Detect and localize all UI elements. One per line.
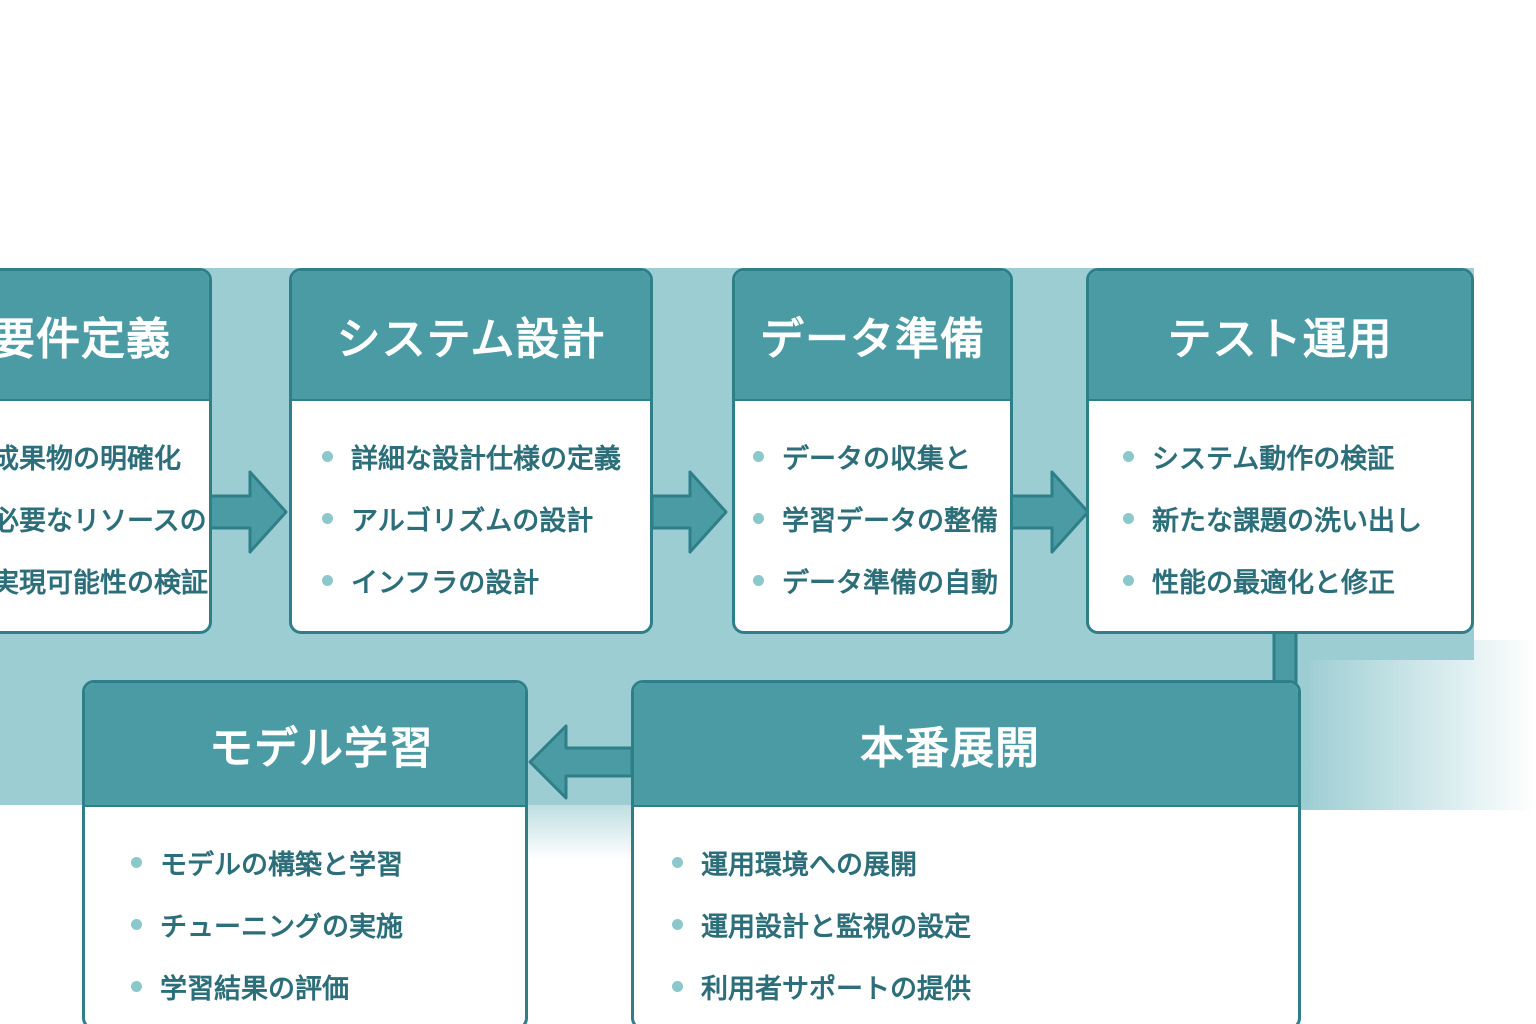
bullet-dot [131, 980, 142, 992]
stage-title: データ準備 [735, 271, 1010, 401]
list-item: 性能の最適化と修正 [1123, 549, 1471, 611]
bullet-dot [1123, 512, 1134, 524]
bullet-dot [753, 450, 764, 462]
list-item: 運用環境への展開 [672, 831, 1298, 893]
item-text: 詳細な設計仕様の定義 [351, 443, 621, 475]
item-text: 新たな課題の洗い出し [1152, 505, 1422, 537]
arrow-left-icon [528, 724, 634, 800]
bullet-dot [672, 918, 683, 930]
list-item: データ準備の自動 [753, 549, 1010, 611]
stage-card-production-deployment: 本番展開 運用環境への展開 運用設計と監視の設定 利用者サポートの提供 [631, 680, 1301, 1024]
list-item: 学習データの整備 [753, 487, 1010, 549]
list-item: 学習結果の評価 [131, 955, 525, 1017]
list-item: 新たな課題の洗い出し [1123, 487, 1471, 549]
list-item: モデルの構築と学習 [131, 831, 525, 893]
stage-title: 要件定義 [0, 271, 209, 401]
list-item: 詳細な設計仕様の定義 [322, 425, 650, 487]
item-text: 運用環境への展開 [701, 849, 917, 881]
item-text: 運用設計と監視の設定 [701, 911, 971, 943]
bullet-dot [131, 918, 142, 930]
list-item: データの収集と [753, 425, 1010, 487]
arrow-right-icon [206, 470, 288, 554]
backdrop-fade-right [1300, 640, 1536, 810]
bullet-dot [322, 450, 333, 462]
stage-title: テスト運用 [1089, 271, 1471, 401]
list-item: チューニングの実施 [131, 893, 525, 955]
stage-card-system-design: システム設計 詳細な設計仕様の定義 アルゴリズムの設計 インフラの設計 [289, 268, 653, 634]
item-text: システム動作の検証 [1152, 443, 1395, 475]
bullet-dot [753, 574, 764, 586]
stage-title: 本番展開 [634, 683, 1298, 807]
item-text: モデルの構築と学習 [160, 849, 403, 881]
item-text: インフラの設計 [351, 567, 540, 599]
bullet-dot [672, 980, 683, 992]
arrow-right-icon [1008, 470, 1090, 554]
list-item: 利用者サポートの提供 [672, 955, 1298, 1017]
item-text: 利用者サポートの提供 [701, 973, 971, 1005]
list-item: 成果物の明確化 [0, 425, 209, 487]
bullet-dot [322, 512, 333, 524]
bullet-dot [1123, 574, 1134, 586]
list-item: インフラの設計 [322, 549, 650, 611]
stage-card-model-training: モデル学習 モデルの構築と学習 チューニングの実施 学習結果の評価 [82, 680, 528, 1024]
item-text: アルゴリズムの設計 [351, 505, 594, 537]
list-item: システム動作の検証 [1123, 425, 1471, 487]
item-text: 性能の最適化と修正 [1152, 567, 1395, 599]
list-item: 実現可能性の検証 [0, 549, 209, 611]
bullet-dot [322, 574, 333, 586]
item-text: 学習データの整備 [782, 505, 998, 537]
backdrop-fade-below [520, 800, 640, 860]
list-item: アルゴリズムの設計 [322, 487, 650, 549]
stage-card-data-preparation: データ準備 データの収集と 学習データの整備 データ準備の自動 [732, 268, 1013, 634]
item-text: 学習結果の評価 [160, 973, 349, 1005]
item-text: 実現可能性の検証 [0, 567, 208, 599]
bullet-dot [753, 512, 764, 524]
list-item: 必要なリソースの [0, 487, 209, 549]
arrow-right-icon [650, 470, 728, 554]
item-text: データの収集と [782, 443, 971, 475]
stage-title: システム設計 [292, 271, 650, 401]
item-text: チューニングの実施 [160, 911, 403, 943]
item-text: 成果物の明確化 [0, 443, 181, 475]
bullet-dot [131, 856, 142, 868]
stage-title: モデル学習 [85, 683, 525, 807]
stage-card-requirements: 要件定義 成果物の明確化 必要なリソースの 実現可能性の検証 [0, 268, 212, 634]
bullet-dot [1123, 450, 1134, 462]
stage-card-test-operation: テスト運用 システム動作の検証 新たな課題の洗い出し 性能の最適化と修正 [1086, 268, 1474, 634]
bullet-dot [672, 856, 683, 868]
item-text: 必要なリソースの [0, 505, 207, 537]
item-text: データ準備の自動 [782, 567, 998, 599]
list-item: 運用設計と監視の設定 [672, 893, 1298, 955]
